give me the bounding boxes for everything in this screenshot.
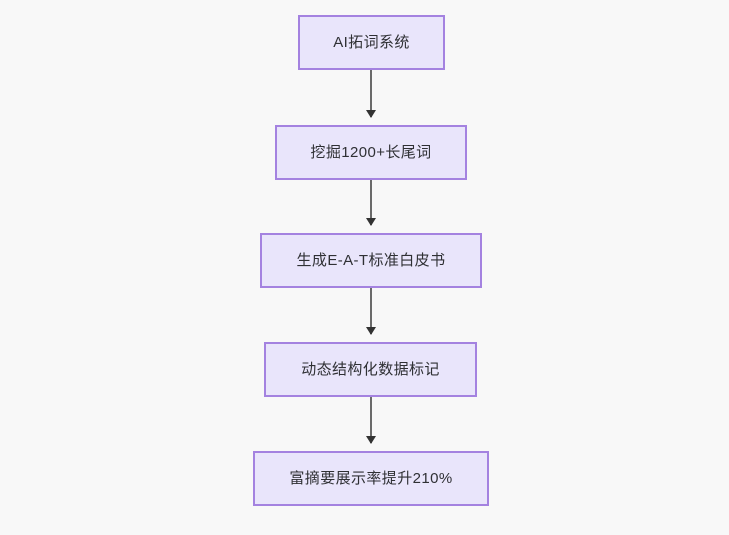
flowchart-connector-line-4 (370, 397, 372, 443)
node-label: 生成E-A-T标准白皮书 (296, 252, 446, 269)
arrow-down-icon (366, 218, 376, 226)
arrow-down-icon (366, 327, 376, 335)
node-label: 挖掘1200+长尾词 (310, 144, 432, 161)
node-label: AI拓词系统 (333, 34, 410, 51)
node-label: 富摘要展示率提升210% (289, 470, 453, 487)
flowchart-connector-line-2 (370, 180, 372, 225)
node-label: 动态结构化数据标记 (301, 361, 440, 378)
flowchart-node-ai-keyword-system[interactable]: AI拓词系统 (298, 15, 445, 70)
flowchart-connector-line-1 (370, 70, 372, 117)
arrow-down-icon (366, 436, 376, 444)
flowchart-node-generate-eat-whitepaper[interactable]: 生成E-A-T标准白皮书 (260, 233, 482, 288)
flowchart-connector-line-3 (370, 288, 372, 334)
flowchart-node-dynamic-structured-data-markup[interactable]: 动态结构化数据标记 (264, 342, 477, 397)
flowchart-node-mine-longtail-keywords[interactable]: 挖掘1200+长尾词 (275, 125, 467, 180)
flowchart-node-rich-snippet-impression-uplift[interactable]: 富摘要展示率提升210% (253, 451, 489, 506)
arrow-down-icon (366, 110, 376, 118)
